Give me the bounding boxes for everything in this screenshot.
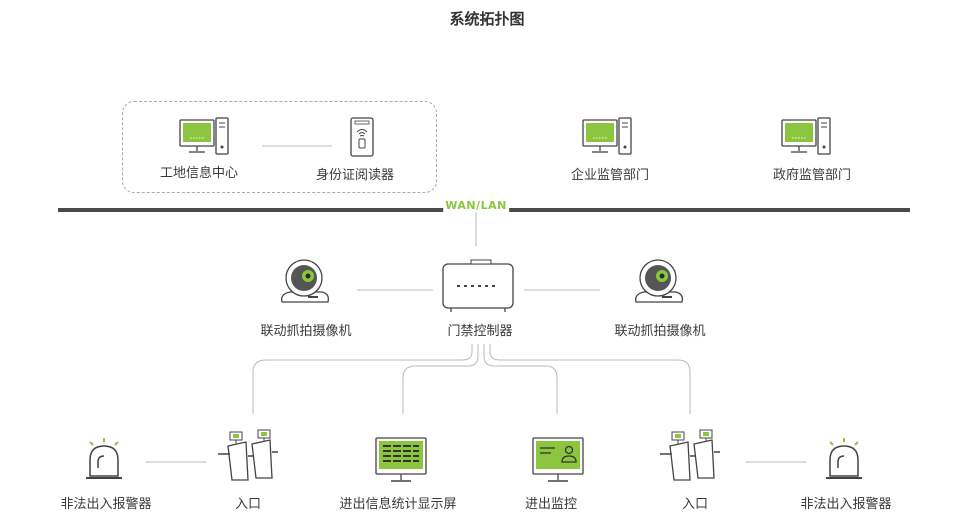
label-enterprise: 企业监管部门 <box>570 168 650 183</box>
turnstile-icon <box>660 429 720 481</box>
alarm-icon <box>86 438 122 479</box>
label-controller: 门禁控制器 <box>447 324 513 339</box>
label-alarm-left: 非法出入报警器 <box>60 497 152 512</box>
label-camera-right: 联动抓拍摄像机 <box>614 324 706 339</box>
label-gate-left: 入口 <box>234 497 262 512</box>
label-alarm-right: 非法出入报警器 <box>800 497 892 512</box>
id-reader-icon <box>350 117 374 157</box>
link-controller-gate-right <box>489 344 691 414</box>
page-title: 系统拓扑图 <box>449 10 525 28</box>
camera-icon <box>281 259 330 303</box>
turnstile-icon <box>218 429 278 481</box>
link-controller-monitor <box>483 344 558 414</box>
label-camera-left: 联动抓拍摄像机 <box>260 324 352 339</box>
label-gate-right: 入口 <box>681 497 709 512</box>
camera-icon <box>635 259 684 303</box>
network-label: WAN/LAN <box>443 199 509 212</box>
computer-icon <box>781 117 831 155</box>
link-controller-display <box>402 344 479 414</box>
computer-icon <box>179 117 229 155</box>
label-info-display: 进出信息统计显示屏 <box>339 497 457 512</box>
label-id-reader: 身份证阅读器 <box>315 168 395 183</box>
label-site-center: 工地信息中心 <box>159 166 239 181</box>
connector-lines <box>146 145 806 463</box>
access-controller-icon <box>442 259 514 312</box>
alarm-icon <box>826 438 862 479</box>
monitor-icon <box>532 437 584 482</box>
site-group-box <box>122 101 437 193</box>
label-monitor: 进出监控 <box>524 497 578 512</box>
label-government: 政府监管部门 <box>772 168 852 183</box>
computer-icon <box>582 117 632 155</box>
link-controller-gate-left <box>252 344 473 414</box>
display-screen-icon <box>375 437 427 482</box>
